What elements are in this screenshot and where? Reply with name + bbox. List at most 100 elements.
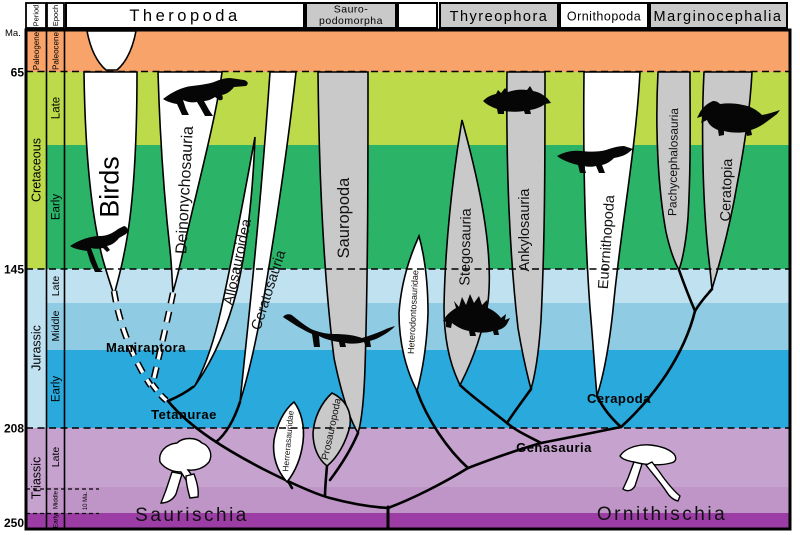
ornithischian-pubis <box>622 461 643 492</box>
sauropodomorpha-header-line2: podomorpha <box>319 15 383 27</box>
epoch-late-triassic-label: Late <box>50 447 62 468</box>
epoch-middle-triassic-label: Middle <box>53 490 60 509</box>
sauropoda-branch <box>328 431 360 482</box>
scalebar-label: 10 Ma. <box>83 491 89 510</box>
epoch-late-cretaceous-label: Late <box>51 97 63 119</box>
maniraptora-join-dashed-line-core <box>150 383 169 403</box>
maniraptora-dashed-lineage <box>110 290 177 404</box>
period-header-box <box>25 2 47 29</box>
branch-lines <box>166 268 714 531</box>
period-labels: Paleogene Cretaceous Jurassic Triassic P… <box>29 31 62 528</box>
chart-border <box>24 28 792 531</box>
ankylosaur-silhouette-icon <box>483 86 551 114</box>
saurischian-pubis <box>159 471 183 504</box>
ornithopoda-header-box <box>559 2 649 29</box>
epoch-early-triassic-label: Early <box>53 513 60 528</box>
tick-250: 250 <box>4 516 24 530</box>
marginocephalia-branch <box>619 309 697 429</box>
stegosauria-branch <box>458 383 509 425</box>
label-cerapoda: Cerapoda <box>587 391 651 406</box>
boundary-lines <box>26 70 790 515</box>
ceratopia-branch <box>693 287 714 313</box>
ornithischian-ilium <box>619 444 677 466</box>
label-ceratopia: Ceratopia <box>718 157 736 221</box>
label-ankylosauria: Ankylosauria <box>517 188 533 272</box>
sauropodomorpha-header-line1: Sauro- <box>334 4 369 16</box>
period-col-cretaceous <box>26 72 46 269</box>
epoch-column-header: Epoch <box>51 5 60 26</box>
birds-dashed-line-core <box>112 290 153 387</box>
label-saurischia: Saurischia <box>135 505 249 526</box>
period-column-header: Period <box>32 5 41 27</box>
ornithischian-ischium <box>644 461 681 502</box>
thyreophora-header-box <box>439 2 559 29</box>
saurischian-ischium <box>185 473 199 499</box>
ceratopsian-silhouette-icon <box>697 101 780 136</box>
blank-header-box <box>397 2 438 29</box>
marginocephalia-header: Marginocephalia <box>654 9 783 25</box>
ma-unit-label: Ma. <box>5 28 21 39</box>
pachycephalosauria-spindle <box>656 71 691 272</box>
ornithischian-pelvis-icon <box>619 444 681 502</box>
pachycephalosauria-branch <box>677 268 697 313</box>
label-sauropoda: Sauropoda <box>335 177 353 259</box>
label-stegosauria: Stegosauria <box>457 207 474 286</box>
label-ornithischia: Ornithischia <box>597 504 727 525</box>
hadrosaur-silhouette-icon <box>557 146 633 173</box>
sauropod-silhouette-icon <box>283 314 395 347</box>
ankylosauria-branch <box>505 387 533 425</box>
group-headers: Period Epoch Theropoda Sauro- podomorpha… <box>25 2 788 29</box>
ankylosauria-spindle <box>506 71 546 392</box>
period-col-jurassic <box>26 269 46 428</box>
tick-65: 65 <box>11 66 25 80</box>
herrerasauridae-branch <box>286 479 294 490</box>
label-deinonychosauria: Deinonychosauria <box>173 126 197 255</box>
node-labels: Maniraptora Tetanurae Cerapoda Genasauri… <box>106 340 727 526</box>
theropod-silhouette-icon <box>163 78 248 116</box>
ornithopoda-header: Ornithopoda <box>567 10 641 24</box>
saurischian-pelvis-icon <box>159 437 212 504</box>
label-maniraptora: Maniraptora <box>106 340 186 355</box>
label-pachycephalosauria: Pachycephalosauria <box>665 108 681 217</box>
label-birds: Birds <box>94 156 124 218</box>
period-triassic-label: Triassic <box>29 457 43 500</box>
label-genasauria: Genasauria <box>516 440 592 455</box>
tick-208: 208 <box>4 422 24 436</box>
period-jurassic-label: Jurassic <box>29 325 43 371</box>
epoch-header-box <box>46 2 65 29</box>
birds-funnel-spindle <box>86 30 137 71</box>
saurischia-branch <box>166 399 390 510</box>
deinonychosauria-dashed-line-core <box>151 292 175 383</box>
allosauroidea-spindle <box>193 136 256 388</box>
euornithopoda-branch <box>595 394 623 429</box>
theropoda-header: Theropoda <box>129 7 240 25</box>
genasauria-branch <box>466 441 543 470</box>
ceratosauria-branch <box>214 400 242 444</box>
maniraptoran-silhouette-icon <box>70 226 128 272</box>
theropoda-header-box <box>65 2 305 29</box>
thyreophora-header: Thyreophora <box>450 9 549 25</box>
label-euornithopoda: Euornithopoda <box>596 194 619 290</box>
marginocephalia-header-box <box>649 2 788 29</box>
epoch-early-jurassic-label: Early <box>51 376 63 402</box>
prosauropoda-spindle <box>312 392 352 468</box>
allosauroidea-branch <box>166 385 195 403</box>
heterodontosauridae-spindle <box>398 233 429 394</box>
period-cretaceous-label: Cretaceous <box>29 138 43 202</box>
epoch-early-cretaceous-label: Early <box>51 194 63 220</box>
period-col-triassic <box>26 428 46 513</box>
frame <box>24 28 792 531</box>
epoch-late-jurassic-label: Late <box>50 276 62 297</box>
silhouettes <box>70 78 780 347</box>
ceratosauria-spindle <box>239 71 297 403</box>
heterodontosauridae-branch <box>415 389 470 470</box>
ornithischia-branch <box>386 466 470 510</box>
pelvis-icons <box>159 437 681 504</box>
sauropodomorpha-header-box <box>305 2 397 29</box>
band-paleogene <box>26 30 790 72</box>
epoch-middle-jurassic-label: Middle <box>50 310 62 341</box>
stegosaur-silhouette-icon <box>443 294 510 336</box>
epoch-paleocene-label: Paleocene <box>51 32 60 70</box>
band-early-triassic <box>26 513 790 529</box>
